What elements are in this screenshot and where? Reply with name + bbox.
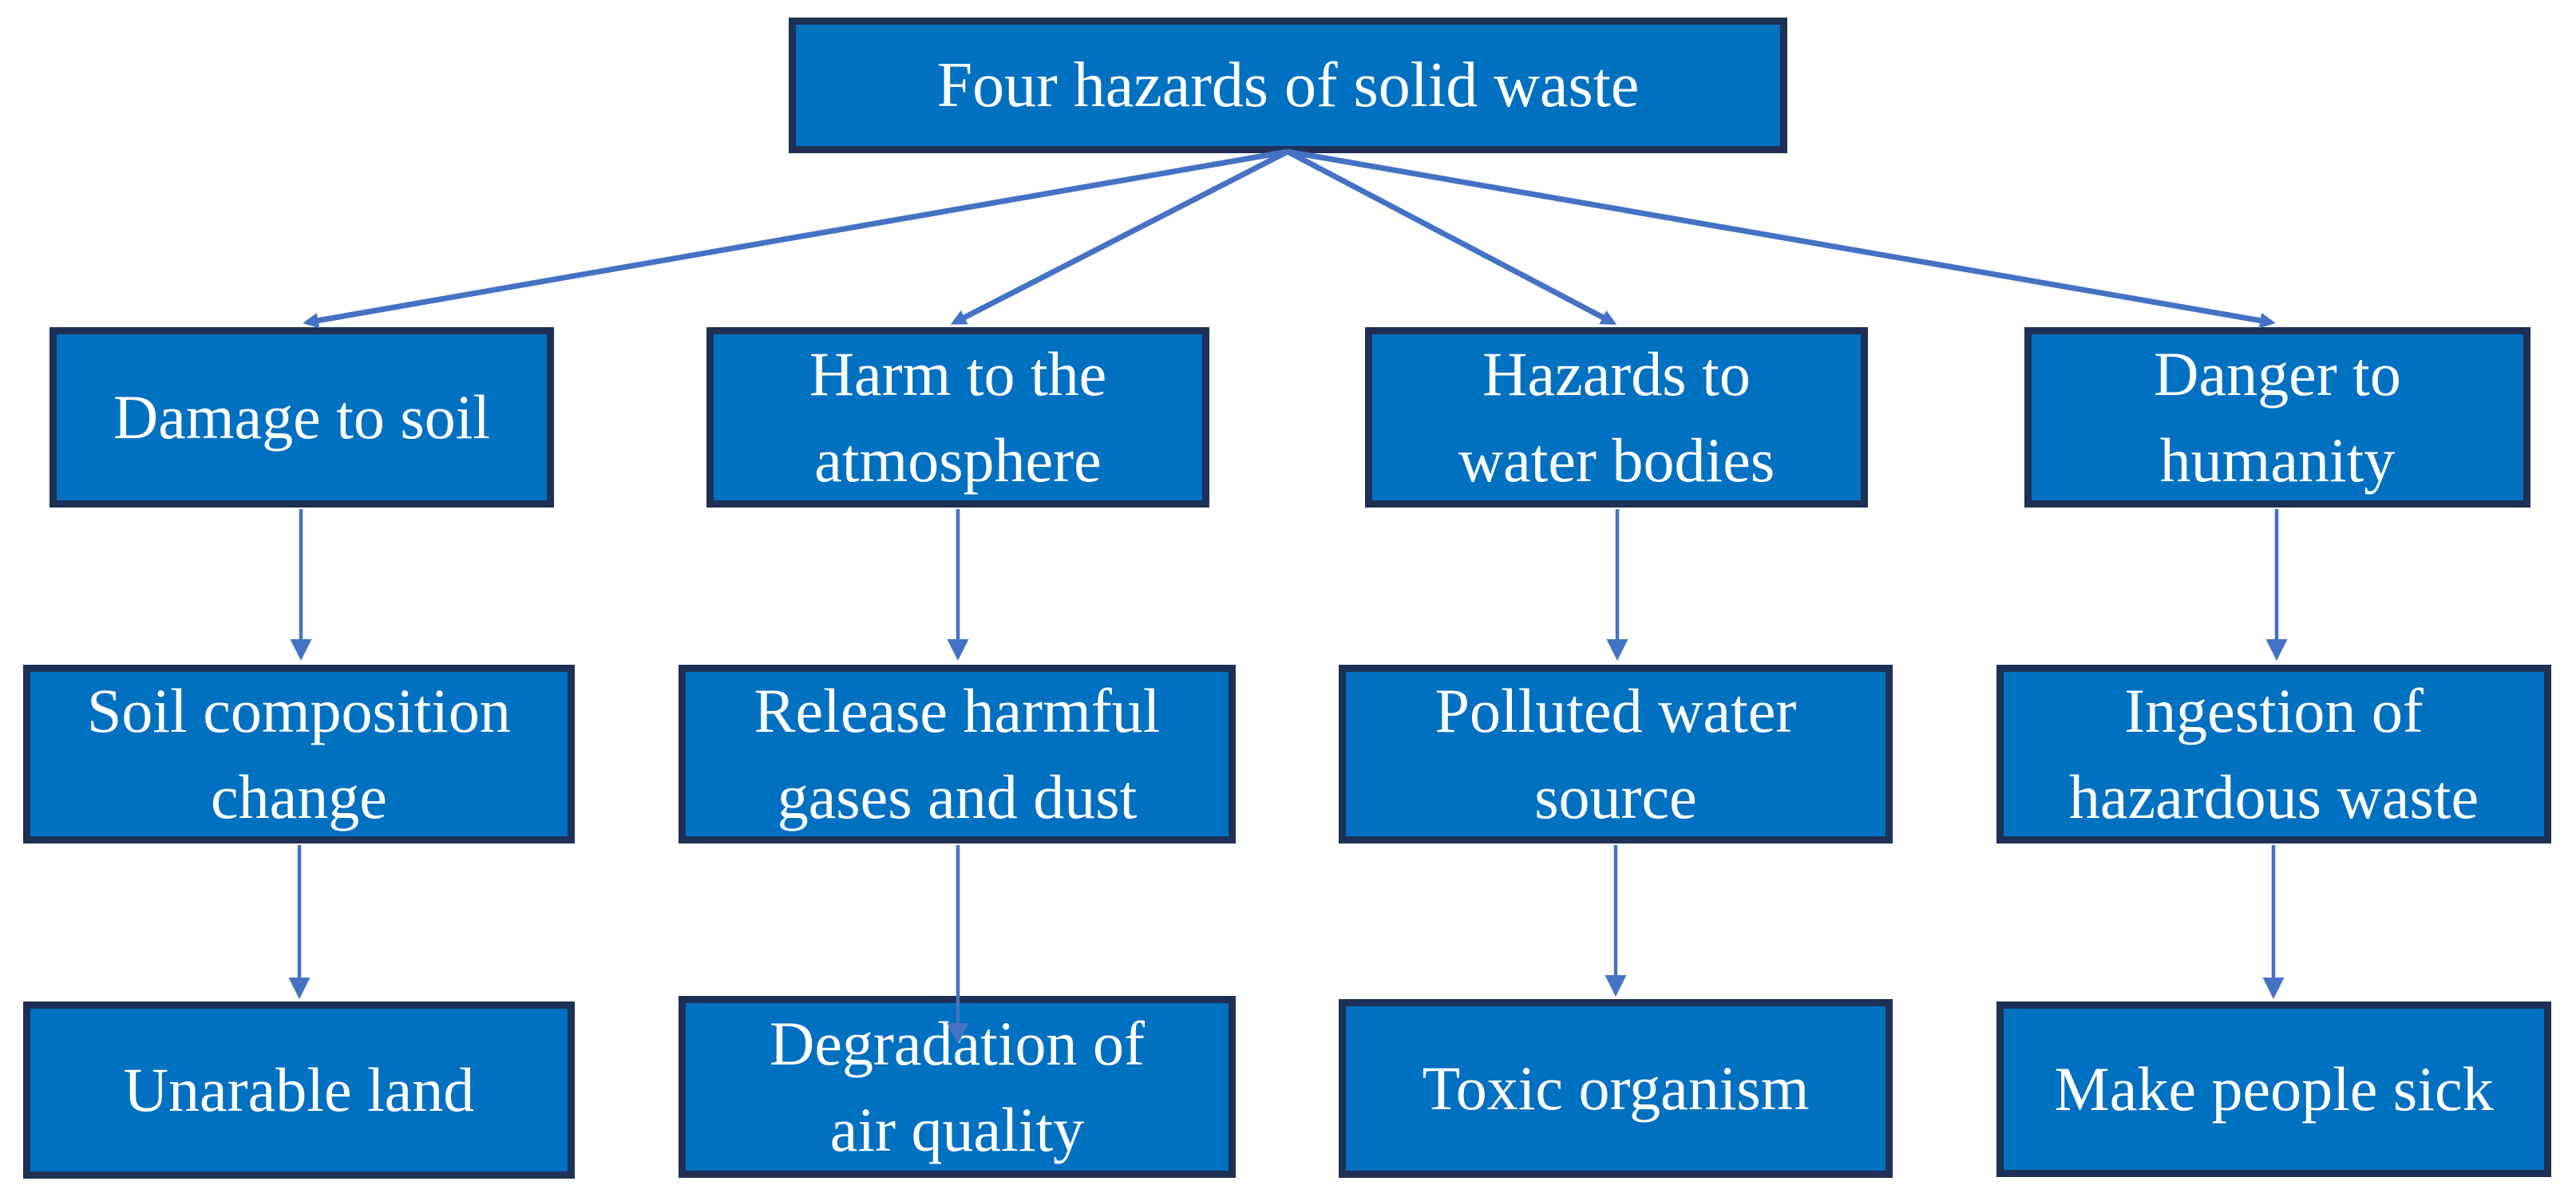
node-mechanism-soil-composition-change: Soil composition change — [23, 665, 575, 843]
node-hazard-harm-to-atmosphere: Harm to the atmosphere — [706, 327, 1209, 508]
node-label: Soil composition change — [87, 676, 511, 832]
node-label: Release harmful gases and dust — [754, 676, 1161, 832]
node-consequence-make-people-sick: Make people sick — [1996, 1001, 2551, 1177]
node-label: Polluted water source — [1434, 676, 1797, 832]
node-label: Danger to humanity — [2154, 339, 2401, 495]
node-mechanism-release-harmful-gases: Release harmful gases and dust — [679, 665, 1236, 843]
node-consequence-unarable-land: Unarable land — [23, 1001, 575, 1179]
node-title-label: Four hazards of solid waste — [936, 49, 1640, 120]
node-label: Toxic organism — [1422, 1053, 1810, 1124]
connector-title-to-danger-humanity — [1287, 148, 2276, 329]
node-consequence-toxic-organism: Toxic organism — [1339, 999, 1893, 1178]
connector-title-to-hazards-water — [1286, 148, 1617, 326]
node-label: Harm to the atmosphere — [809, 339, 1107, 495]
node-consequence-degradation-air-quality: Degradation of air quality — [679, 996, 1236, 1178]
node-label: Unarable land — [123, 1055, 475, 1125]
node-hazard-danger-to-humanity: Danger to humanity — [2024, 327, 2530, 508]
node-hazard-hazards-to-water-bodies: Hazards to water bodies — [1365, 327, 1868, 508]
connector-title-to-damage-soil — [303, 148, 1288, 329]
node-mechanism-polluted-water-source: Polluted water source — [1339, 665, 1893, 843]
node-label: Degradation of air quality — [770, 1009, 1145, 1164]
node-mechanism-ingestion-hazardous-waste: Ingestion of hazardous waste — [1996, 665, 2551, 843]
node-label: Damage to soil — [113, 382, 491, 452]
node-label: Ingestion of hazardous waste — [2068, 676, 2479, 832]
node-hazard-damage-to-soil: Damage to soil — [49, 327, 554, 508]
node-label: Hazards to water bodies — [1458, 339, 1775, 495]
node-label: Make people sick — [2054, 1054, 2494, 1124]
node-title-four-hazards: Four hazards of solid waste — [789, 18, 1787, 153]
connector-title-to-harm-atmosphere — [950, 148, 1289, 326]
